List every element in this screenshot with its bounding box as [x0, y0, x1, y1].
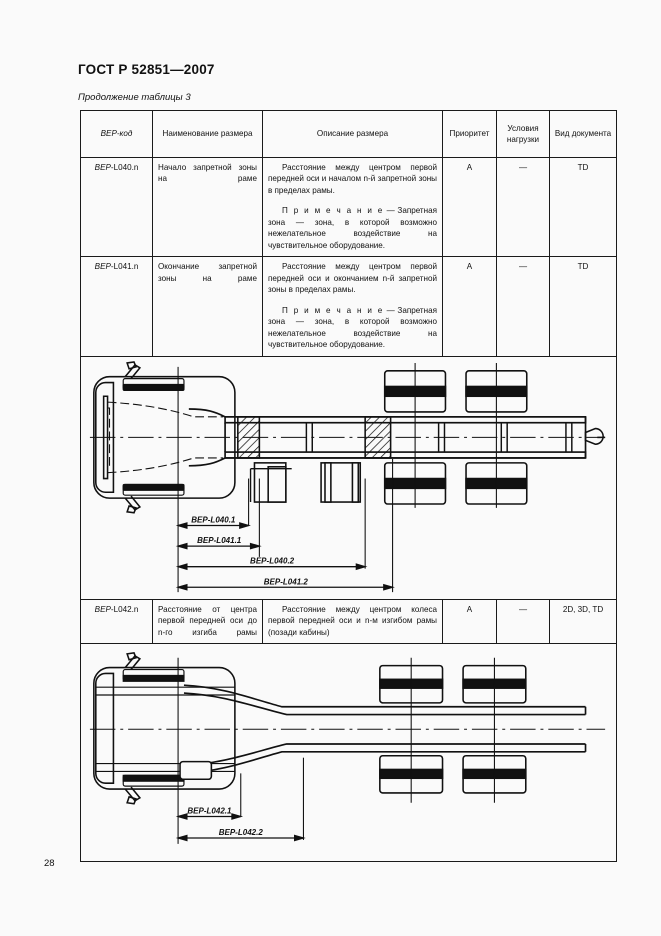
dimension-label-l041-1: BEP-L041.1 — [197, 536, 242, 545]
cell-code: BEP-L042.n — [80, 598, 153, 645]
code-suffix: -L042.n — [110, 604, 139, 614]
column-header-load-conditions: Условия нагрузки — [496, 110, 550, 158]
table-caption: Продолжение таблицы 3 — [78, 92, 191, 103]
note-label: П р и м е ч а н и е — [282, 206, 384, 216]
code-suffix: -L041.n — [110, 262, 139, 272]
cell-description: Расстояние между центром первой передней… — [262, 156, 443, 258]
note-text: — Запретная зона — зона, в которой возмо… — [268, 305, 437, 350]
description-note: П р и м е ч а н и е — Запретная зона — з… — [268, 305, 437, 351]
description-text: Расстояние между центром колеса первой п… — [268, 604, 437, 637]
table-header-row: BEP-код Наименование размера Описание ра… — [80, 110, 617, 158]
parameters-table: BEP-код Наименование размера Описание ра… — [80, 110, 617, 862]
cell-figure-restricted-zones: BEP-L040.1 BEP-L041.1 BEP-L040.2 BEP-L04… — [80, 355, 617, 600]
cell-priority: А — [442, 598, 497, 645]
dimension-label-l040-1: BEP-L040.1 — [191, 515, 236, 524]
description-note: П р и м е ч а н и е — Запретная зона — з… — [268, 205, 437, 251]
description-text: Расстояние между центром первой передней… — [268, 163, 437, 195]
cell-priority: А — [442, 256, 497, 357]
column-header-code-text: BEP-код — [100, 129, 133, 139]
code-prefix: BEP — [94, 262, 111, 272]
cell-load-conditions: — — [496, 598, 550, 645]
cell-name: Окончание запретной зоны на раме — [152, 256, 263, 357]
note-label: П р и м е ч а н и е — [282, 305, 384, 315]
note-text: — Запретная зона — зона, в которой возмо… — [268, 206, 437, 250]
chassis-top-view-frame-bend-diagram: BEP-L042.1 BEP-L042.2 — [89, 652, 606, 845]
dimension-label-l042-1: BEP-L042.1 — [187, 807, 232, 816]
table-row: BEP-L041.n Окончание запретной зоны на р… — [80, 256, 617, 357]
cell-load-conditions: — — [496, 256, 550, 357]
column-header-document-type: Вид документа — [549, 110, 617, 158]
column-header-description: Описание размера — [262, 110, 443, 158]
dimension-label-l042-2: BEP-L042.2 — [219, 828, 264, 837]
cell-figure-frame-bend: BEP-L042.1 BEP-L042.2 — [80, 643, 617, 862]
cell-load-conditions: — — [496, 156, 550, 258]
dimension-label-l041-2: BEP-L041.2 — [264, 577, 309, 586]
column-header-priority: Приоритет — [442, 110, 497, 158]
figure-row: BEP-L040.1 BEP-L041.1 BEP-L040.2 BEP-L04… — [80, 355, 617, 600]
chassis-top-view-restricted-zones-diagram: BEP-L040.1 BEP-L041.1 BEP-L040.2 BEP-L04… — [89, 360, 606, 592]
page-number: 28 — [44, 858, 55, 869]
figure-row: BEP-L042.1 BEP-L042.2 — [80, 643, 617, 862]
cell-code: BEP-L040.n — [80, 156, 153, 258]
cell-code: BEP-L041.n — [80, 256, 153, 357]
description-text: Расстояние между центром первой передней… — [268, 262, 437, 295]
column-header-code: BEP-код — [80, 110, 153, 158]
code-prefix: BEP — [94, 163, 111, 172]
table-row: BEP-L040.n Начало запретной зоны на раме… — [80, 156, 617, 258]
standard-number: ГОСТ Р 52851—2007 — [78, 62, 215, 77]
cell-name: Расстояние от центра первой передней оси… — [152, 598, 263, 645]
cell-document-type: TD — [549, 256, 617, 357]
cell-description: Расстояние между центром колеса первой п… — [262, 598, 443, 645]
column-header-name: Наименование размера — [152, 110, 263, 158]
code-prefix: BEP — [94, 604, 111, 614]
cell-name: Начало запретной зоны на раме — [152, 156, 263, 258]
cell-priority: А — [442, 156, 497, 258]
dimension-label-l040-2: BEP-L040.2 — [250, 557, 295, 566]
cell-document-type: TD — [549, 156, 617, 258]
code-suffix: -L040.n — [110, 163, 139, 172]
cell-description: Расстояние между центром первой передней… — [262, 256, 443, 357]
table-row: BEP-L042.n Расстояние от центра первой п… — [80, 598, 617, 645]
cell-document-type: 2D, 3D, TD — [549, 598, 617, 645]
